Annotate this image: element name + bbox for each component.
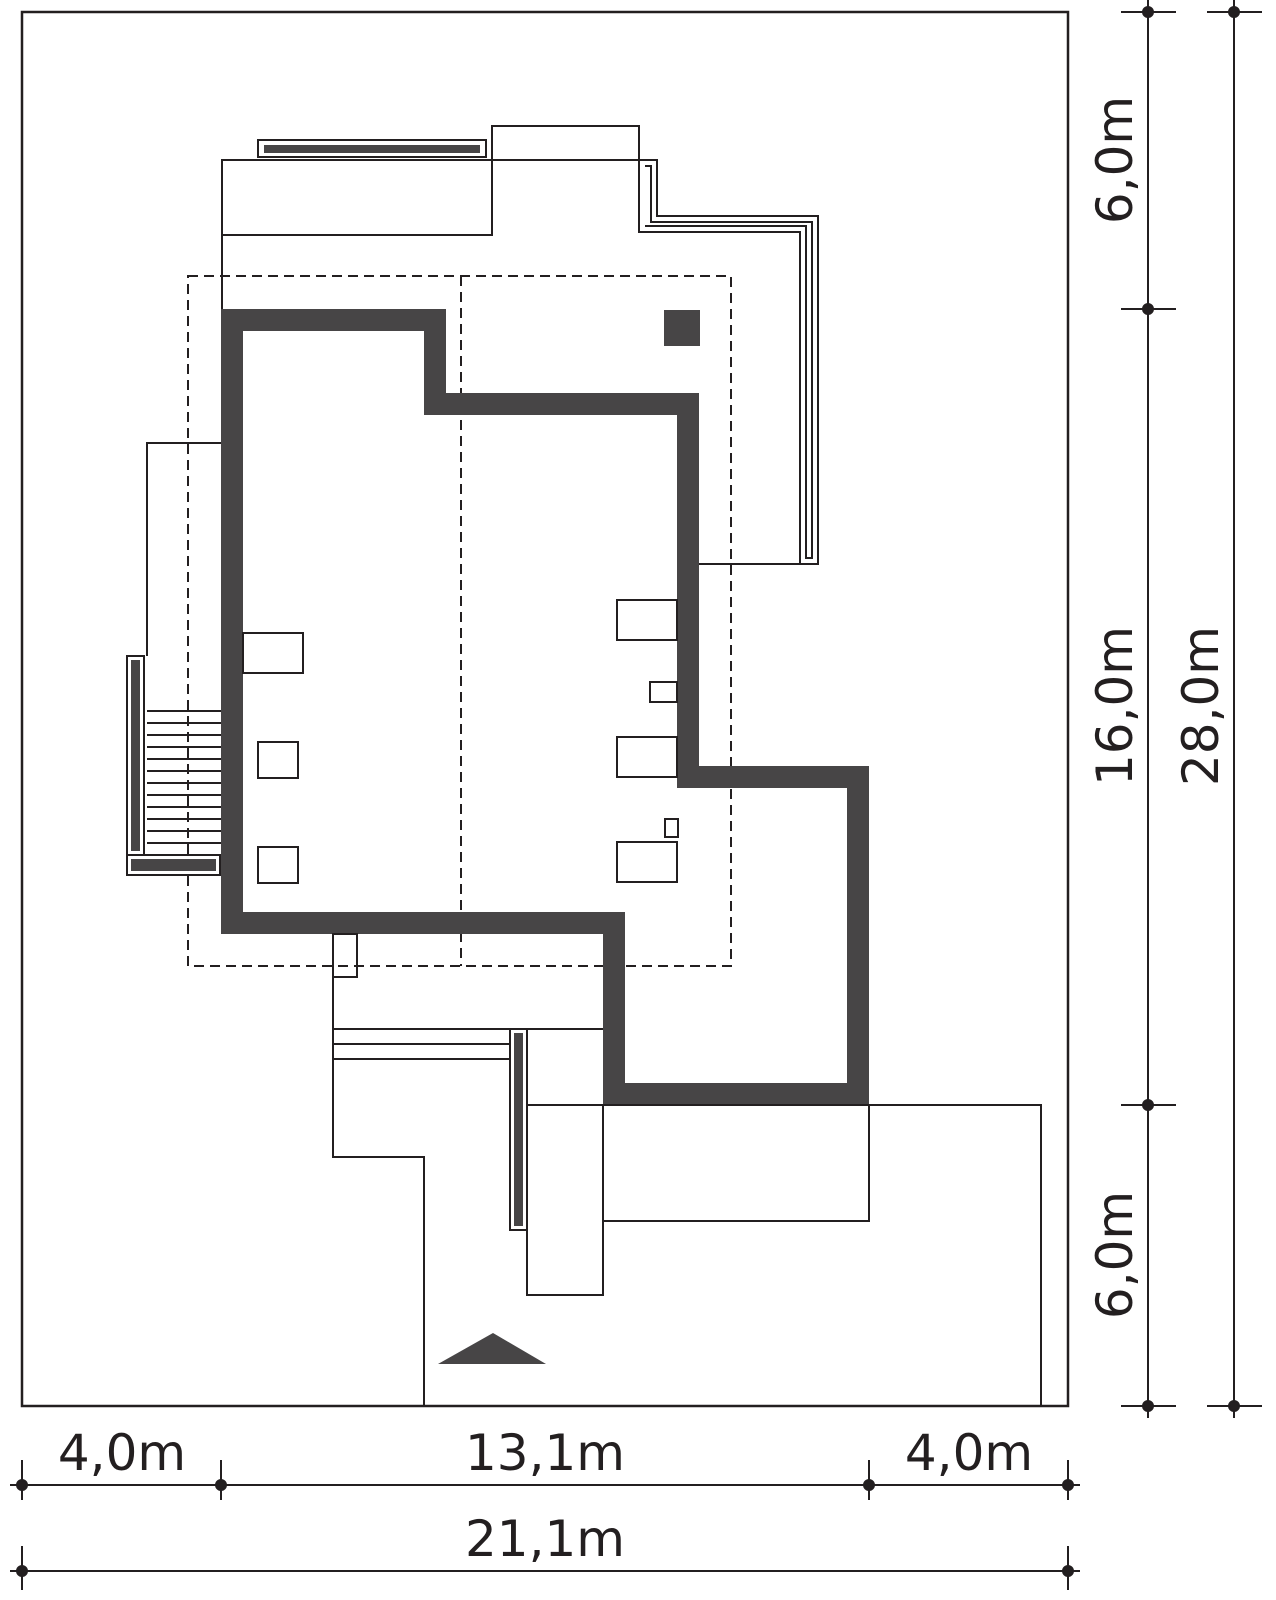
top-terrace bbox=[221, 125, 819, 565]
dim-house-depth: 16,0m bbox=[1086, 626, 1144, 786]
roof-outline bbox=[187, 275, 732, 967]
plot-boundary bbox=[20, 10, 1070, 1408]
dim-right-setback: 4,0m bbox=[905, 1424, 1033, 1482]
entrance-area bbox=[332, 933, 1042, 1406]
dim-left-setback: 4,0m bbox=[58, 1424, 186, 1482]
dim-top-setback: 6,0m bbox=[1086, 96, 1144, 224]
dim-plot-width: 21,1m bbox=[465, 1510, 625, 1568]
dim-house-width: 13,1m bbox=[465, 1424, 625, 1482]
dim-bottom-setback: 6,0m bbox=[1086, 1191, 1144, 1319]
chimney bbox=[664, 310, 700, 346]
right-dimension-lines bbox=[1121, 0, 1262, 1418]
house-walls bbox=[221, 309, 869, 1105]
interior-elements bbox=[242, 599, 679, 884]
entrance-triangle-icon bbox=[438, 1333, 546, 1364]
bottom-dimension-lines bbox=[10, 1460, 1080, 1590]
side-stairs bbox=[126, 442, 221, 876]
dim-plot-depth: 28,0m bbox=[1172, 626, 1230, 786]
